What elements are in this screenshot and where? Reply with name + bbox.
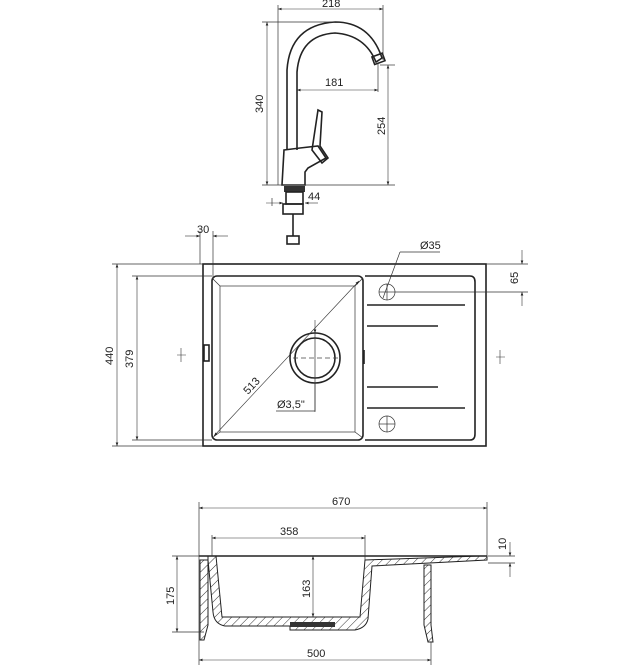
dim-tap-offset: 65 xyxy=(509,272,521,284)
dim-outer-depth: 440 xyxy=(104,347,116,365)
dim-drain: Ø3,5" xyxy=(277,399,305,411)
dim-bowl-depth: 379 xyxy=(124,350,136,368)
dim-total-width: 670 xyxy=(332,496,350,508)
faucet-lever xyxy=(311,108,330,165)
faucet-nut xyxy=(282,203,304,215)
drain-fitting xyxy=(290,622,335,627)
overflow-slot xyxy=(203,344,210,362)
drainer xyxy=(365,275,476,441)
dim-faucet-reach: 181 xyxy=(325,77,343,89)
cabinet-wall-right xyxy=(423,564,434,643)
dim-bowl-height: 163 xyxy=(301,580,313,598)
sink-side-view: 670 358 175 163 500 10 xyxy=(165,496,515,665)
faucet-mount xyxy=(285,191,304,205)
dim-cabinet-width: 500 xyxy=(307,648,325,660)
dim-bowl-width: 358 xyxy=(280,526,298,538)
section-marker-right xyxy=(496,350,505,364)
hose-fitting xyxy=(286,235,300,245)
section-marker-left xyxy=(177,348,186,362)
cabinet-wall-left xyxy=(199,559,209,641)
faucet-thread xyxy=(284,186,305,192)
dim-rim-thickness: 10 xyxy=(497,538,509,550)
faucet-spout xyxy=(286,21,383,150)
faucet-aerator xyxy=(370,52,387,66)
faucet-body xyxy=(281,145,328,186)
sink-outline xyxy=(202,263,487,447)
dim-total-height: 175 xyxy=(165,587,177,605)
dim-tap-hole: Ø35 xyxy=(420,240,441,252)
faucet-view: 218 340 181 254 44 xyxy=(254,0,395,245)
sink-top-view: 30 Ø35 65 440 379 513 Ø3,5" xyxy=(104,224,528,447)
dim-faucet-width: 218 xyxy=(322,0,340,10)
dim-bowl-diagonal: 513 xyxy=(241,375,262,397)
bowl-section xyxy=(207,555,488,631)
bowl-outer xyxy=(211,275,364,441)
dim-faucet-base: 44 xyxy=(308,191,320,203)
dim-margin: 30 xyxy=(197,224,209,236)
dim-faucet-height: 340 xyxy=(254,95,266,113)
dim-spout-height: 254 xyxy=(376,117,388,135)
